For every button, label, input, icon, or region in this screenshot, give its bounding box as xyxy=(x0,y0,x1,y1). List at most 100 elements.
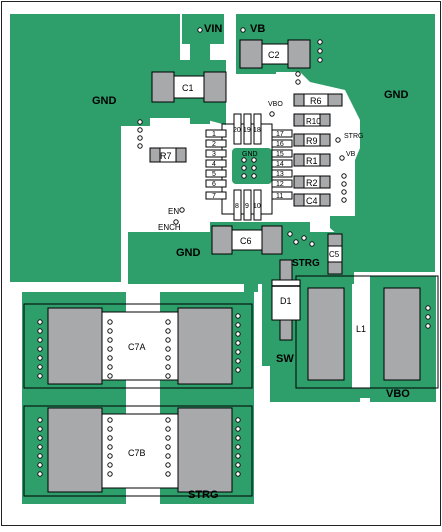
vias xyxy=(37,27,431,477)
label-gnd-right: GND xyxy=(384,89,409,101)
label-gnd-left: GND xyxy=(92,95,117,107)
r2-body xyxy=(303,175,321,189)
gnd-pour-right xyxy=(276,14,435,272)
r6-pad-r xyxy=(327,93,343,107)
via xyxy=(37,471,43,477)
r10-pad-r xyxy=(319,113,331,127)
label-strg-mid: STRG xyxy=(292,258,320,269)
via xyxy=(235,435,241,441)
pin-15: 15 xyxy=(276,151,284,158)
via xyxy=(235,471,241,477)
via xyxy=(293,239,299,245)
label-vin: VIN xyxy=(204,23,222,35)
via xyxy=(165,319,171,325)
via xyxy=(107,444,113,450)
pin-6: 6 xyxy=(212,181,216,188)
via xyxy=(165,346,171,352)
via xyxy=(165,426,171,432)
via xyxy=(251,173,257,179)
via xyxy=(107,426,113,432)
label-strg-small: STRG xyxy=(344,133,363,140)
ic-u1: 1 2 3 4 5 6 7 17 16 15 14 13 12 11 20 19… xyxy=(205,113,293,221)
label-en: EN xyxy=(168,207,179,216)
via xyxy=(107,337,113,343)
via xyxy=(37,364,43,370)
via xyxy=(341,189,347,195)
c4-pad-r xyxy=(319,193,331,207)
r9-pad-r xyxy=(319,133,331,147)
ic-bottom-pins xyxy=(233,189,262,221)
ic-pin-numbers: 1 2 3 4 5 6 7 17 16 15 14 13 12 11 20 19… xyxy=(212,127,284,210)
via xyxy=(425,314,431,320)
pin-8: 8 xyxy=(235,203,239,210)
c7a-pad-right xyxy=(177,307,233,385)
via xyxy=(339,155,345,161)
designator-l1: L1 xyxy=(356,324,366,334)
label-ench: ENCH xyxy=(158,223,181,232)
via xyxy=(107,355,113,361)
c2-body xyxy=(261,43,289,65)
via xyxy=(235,453,241,459)
c1-pad-right xyxy=(203,71,227,103)
designator-c4: C4 xyxy=(306,196,318,206)
via xyxy=(179,207,185,213)
r6-body xyxy=(303,93,329,107)
trace-c6-d1 xyxy=(244,258,258,292)
label-sw: SW xyxy=(276,353,294,365)
via xyxy=(107,453,113,459)
via xyxy=(341,181,347,187)
via xyxy=(251,165,257,171)
via xyxy=(37,328,43,334)
via xyxy=(287,231,293,237)
ic-right-pins xyxy=(271,129,293,200)
via xyxy=(107,373,113,379)
via xyxy=(165,462,171,468)
via xyxy=(235,313,241,319)
l1-pad-right xyxy=(383,287,421,381)
via xyxy=(341,197,347,203)
via xyxy=(107,328,113,334)
designator-c5: C5 xyxy=(329,250,340,259)
c5-pad-bottom xyxy=(327,261,343,275)
c7a-outline xyxy=(23,303,253,389)
via xyxy=(235,462,241,468)
via xyxy=(165,453,171,459)
label-vbo-bottom: VBO xyxy=(386,388,410,400)
via xyxy=(235,349,241,355)
via xyxy=(137,119,143,125)
c4-body xyxy=(303,193,321,207)
c4-pad-l xyxy=(293,193,305,207)
c7b-pad-right xyxy=(177,407,233,493)
c5-body xyxy=(327,245,343,263)
label-gnd-bottom: GND xyxy=(176,247,201,259)
c7a-body xyxy=(101,311,179,381)
c7b-outline xyxy=(23,405,253,497)
r10-body xyxy=(303,113,321,127)
via xyxy=(165,471,171,477)
c6-body xyxy=(231,229,263,251)
designator-r2: R2 xyxy=(306,178,318,188)
c6-pad-left xyxy=(211,225,233,255)
via xyxy=(165,417,171,423)
pin-13: 13 xyxy=(276,171,284,178)
via xyxy=(309,241,315,247)
designator-c2: C2 xyxy=(268,50,280,60)
label-vb-top: VB xyxy=(250,23,265,35)
via xyxy=(37,444,43,450)
via xyxy=(197,27,203,33)
d1-pad-bottom xyxy=(279,319,293,341)
designator-d1: D1 xyxy=(280,296,292,306)
r9-pad-l xyxy=(293,133,305,147)
via xyxy=(241,165,247,171)
via xyxy=(165,328,171,334)
c6-pad-right xyxy=(261,225,283,255)
pin-16: 16 xyxy=(276,141,284,148)
c2-pad-left xyxy=(239,39,263,69)
designator-c7b: C7B xyxy=(128,448,146,458)
via xyxy=(37,417,43,423)
via xyxy=(317,39,323,45)
c7b-pad-left xyxy=(47,407,103,493)
r7-pad-left xyxy=(149,147,161,163)
via xyxy=(107,417,113,423)
